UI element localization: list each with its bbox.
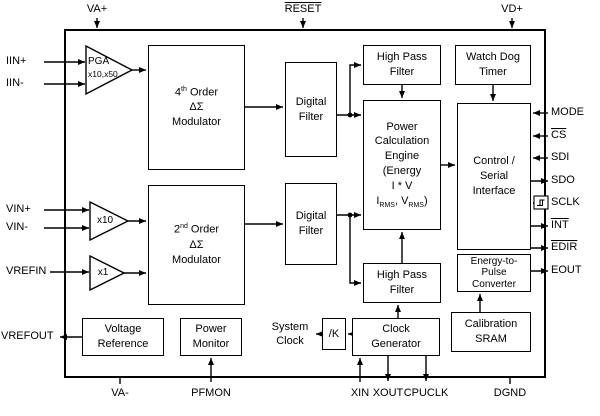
block-digital-filter-top: Digital Filter xyxy=(285,62,337,157)
block-label-line: 2nd Order xyxy=(173,223,220,237)
block-label-line: Modulator xyxy=(172,116,221,129)
block-label-line: Converter xyxy=(472,278,516,290)
x10-amp-label: x10 xyxy=(96,215,114,226)
pga-gains: x10,x50 xyxy=(88,68,118,79)
block-label-line: High Pass xyxy=(376,51,428,64)
block-4th-order-modulator: 4th Order ΔΣ Modulator xyxy=(148,45,245,170)
block-label-line: Clock xyxy=(382,323,410,336)
block-2nd-order-modulator: 2nd Order ΔΣ Modulator xyxy=(148,185,245,305)
pin-sdi: SDI xyxy=(551,151,570,163)
wire-dftop-hpf xyxy=(349,62,361,115)
block-label-line: Serial xyxy=(479,170,509,183)
pin-dgnd: DGND xyxy=(493,387,527,399)
system-clock-label: System Clock xyxy=(264,321,316,349)
block-calibration-sram: Calibration SRAM xyxy=(451,312,531,352)
block-label-line: IRMS, VRMS) xyxy=(376,194,428,209)
pin-cpuclk: CPUCLK xyxy=(403,387,449,399)
pin-xout: XOUT xyxy=(372,387,404,399)
pin-edir: EDIR xyxy=(551,241,578,253)
block-label-line: 4th Order xyxy=(174,85,219,99)
block-high-pass-filter-bottom: High Pass Filter xyxy=(363,263,441,303)
junction-dot xyxy=(347,212,353,218)
pin-vd-plus: VD+ xyxy=(501,3,523,15)
block-label-line: Engine xyxy=(384,150,420,163)
wire-dfbot-hpf xyxy=(349,215,361,286)
block-label-line: Clock xyxy=(276,334,304,347)
pin-pfmon: PFMON xyxy=(191,387,231,399)
block-label-line: Control / xyxy=(473,155,515,168)
pin-va-plus: VA+ xyxy=(86,3,108,15)
wire-group xyxy=(44,18,549,384)
pin-sdo: SDO xyxy=(551,174,575,186)
block-control-serial-interface: Control / Serial Interface xyxy=(457,103,531,250)
block-label-line: SRAM xyxy=(475,333,507,345)
pga-name: PGA xyxy=(88,56,110,67)
pin-iin-plus: IIN+ xyxy=(6,55,27,67)
block-power-calculation-engine: Power Calculation Engine (Energy I * V I… xyxy=(363,100,441,230)
block-voltage-reference: Voltage Reference xyxy=(82,318,164,356)
block-label-line: Calibration xyxy=(464,318,518,331)
block-label-line: Monitor xyxy=(192,338,230,350)
block-label-line: Filter xyxy=(389,284,415,296)
block-label-line: Voltage xyxy=(104,323,142,336)
block-label-line: Digital xyxy=(295,95,327,108)
block-label-line: Filter xyxy=(298,225,324,237)
block-high-pass-filter-top: High Pass Filter xyxy=(363,45,441,85)
block-label-line: ΔΣ xyxy=(189,238,204,251)
block-power-monitor: Power Monitor xyxy=(180,318,242,356)
x1-amp-triangle xyxy=(89,254,126,292)
block-label-line: Filter xyxy=(389,66,415,78)
block-label-line: Filter xyxy=(298,110,324,123)
pin-xin: XIN xyxy=(350,387,370,399)
pin-eout: EOUT xyxy=(551,264,582,276)
block-label-line: /K xyxy=(328,327,340,340)
block-label-line: Interface xyxy=(472,184,516,197)
pin-reset: RESET xyxy=(284,3,322,15)
pin-cs: CS xyxy=(551,129,567,141)
block-label-line: Modulator xyxy=(172,253,221,266)
block-label-line: Reference xyxy=(97,338,149,350)
block-label-line: Digital xyxy=(295,210,327,223)
schmitt-trigger-icon xyxy=(533,195,549,210)
x10-amp-triangle xyxy=(89,200,130,242)
block-watchdog-timer: Watch Dog Timer xyxy=(455,45,531,85)
block-label-line: Power xyxy=(195,323,227,336)
pin-mode: MODE xyxy=(551,106,584,118)
pga-amp-triangle xyxy=(85,44,134,96)
block-label-line: Calculation xyxy=(374,135,430,148)
pin-vrefout: VREFOUT xyxy=(1,330,54,342)
block-clock-generator: Clock Generator xyxy=(352,318,440,356)
block-label-line: ΔΣ xyxy=(189,101,204,114)
pga-amp-label: PGA x10,x50 xyxy=(88,56,132,79)
block-label-line: High Pass xyxy=(376,269,428,282)
block-label-line: Energy-to- xyxy=(470,255,518,267)
block-clock-divider: /K xyxy=(322,318,346,350)
pin-int: INT xyxy=(551,219,569,231)
block-energy-to-pulse-converter: Energy-to- Pulse Converter xyxy=(457,254,531,292)
block-digital-filter-bottom: Digital Filter xyxy=(285,183,337,265)
block-label-line: (Energy xyxy=(382,165,422,178)
block-label-line: System xyxy=(271,321,309,333)
pin-iin-minus: IIN- xyxy=(6,77,24,89)
pin-vrefin: VREFIN xyxy=(6,265,47,277)
block-label-line: I * V xyxy=(391,179,413,192)
block-label-line: Power xyxy=(386,120,418,133)
pin-vin-plus: VIN+ xyxy=(6,203,31,215)
pin-sclk: SCLK xyxy=(551,196,580,208)
x1-amp-label: x1 xyxy=(97,267,109,278)
block-label-line: Generator xyxy=(371,338,421,350)
block-label-line: Watch Dog xyxy=(465,51,520,64)
junction-dot xyxy=(347,112,353,118)
block-label-line: Timer xyxy=(479,66,507,78)
pin-vin-minus: VIN- xyxy=(6,221,28,233)
pin-va-minus: VA- xyxy=(111,387,129,399)
block-label-line: Pulse xyxy=(481,267,507,279)
